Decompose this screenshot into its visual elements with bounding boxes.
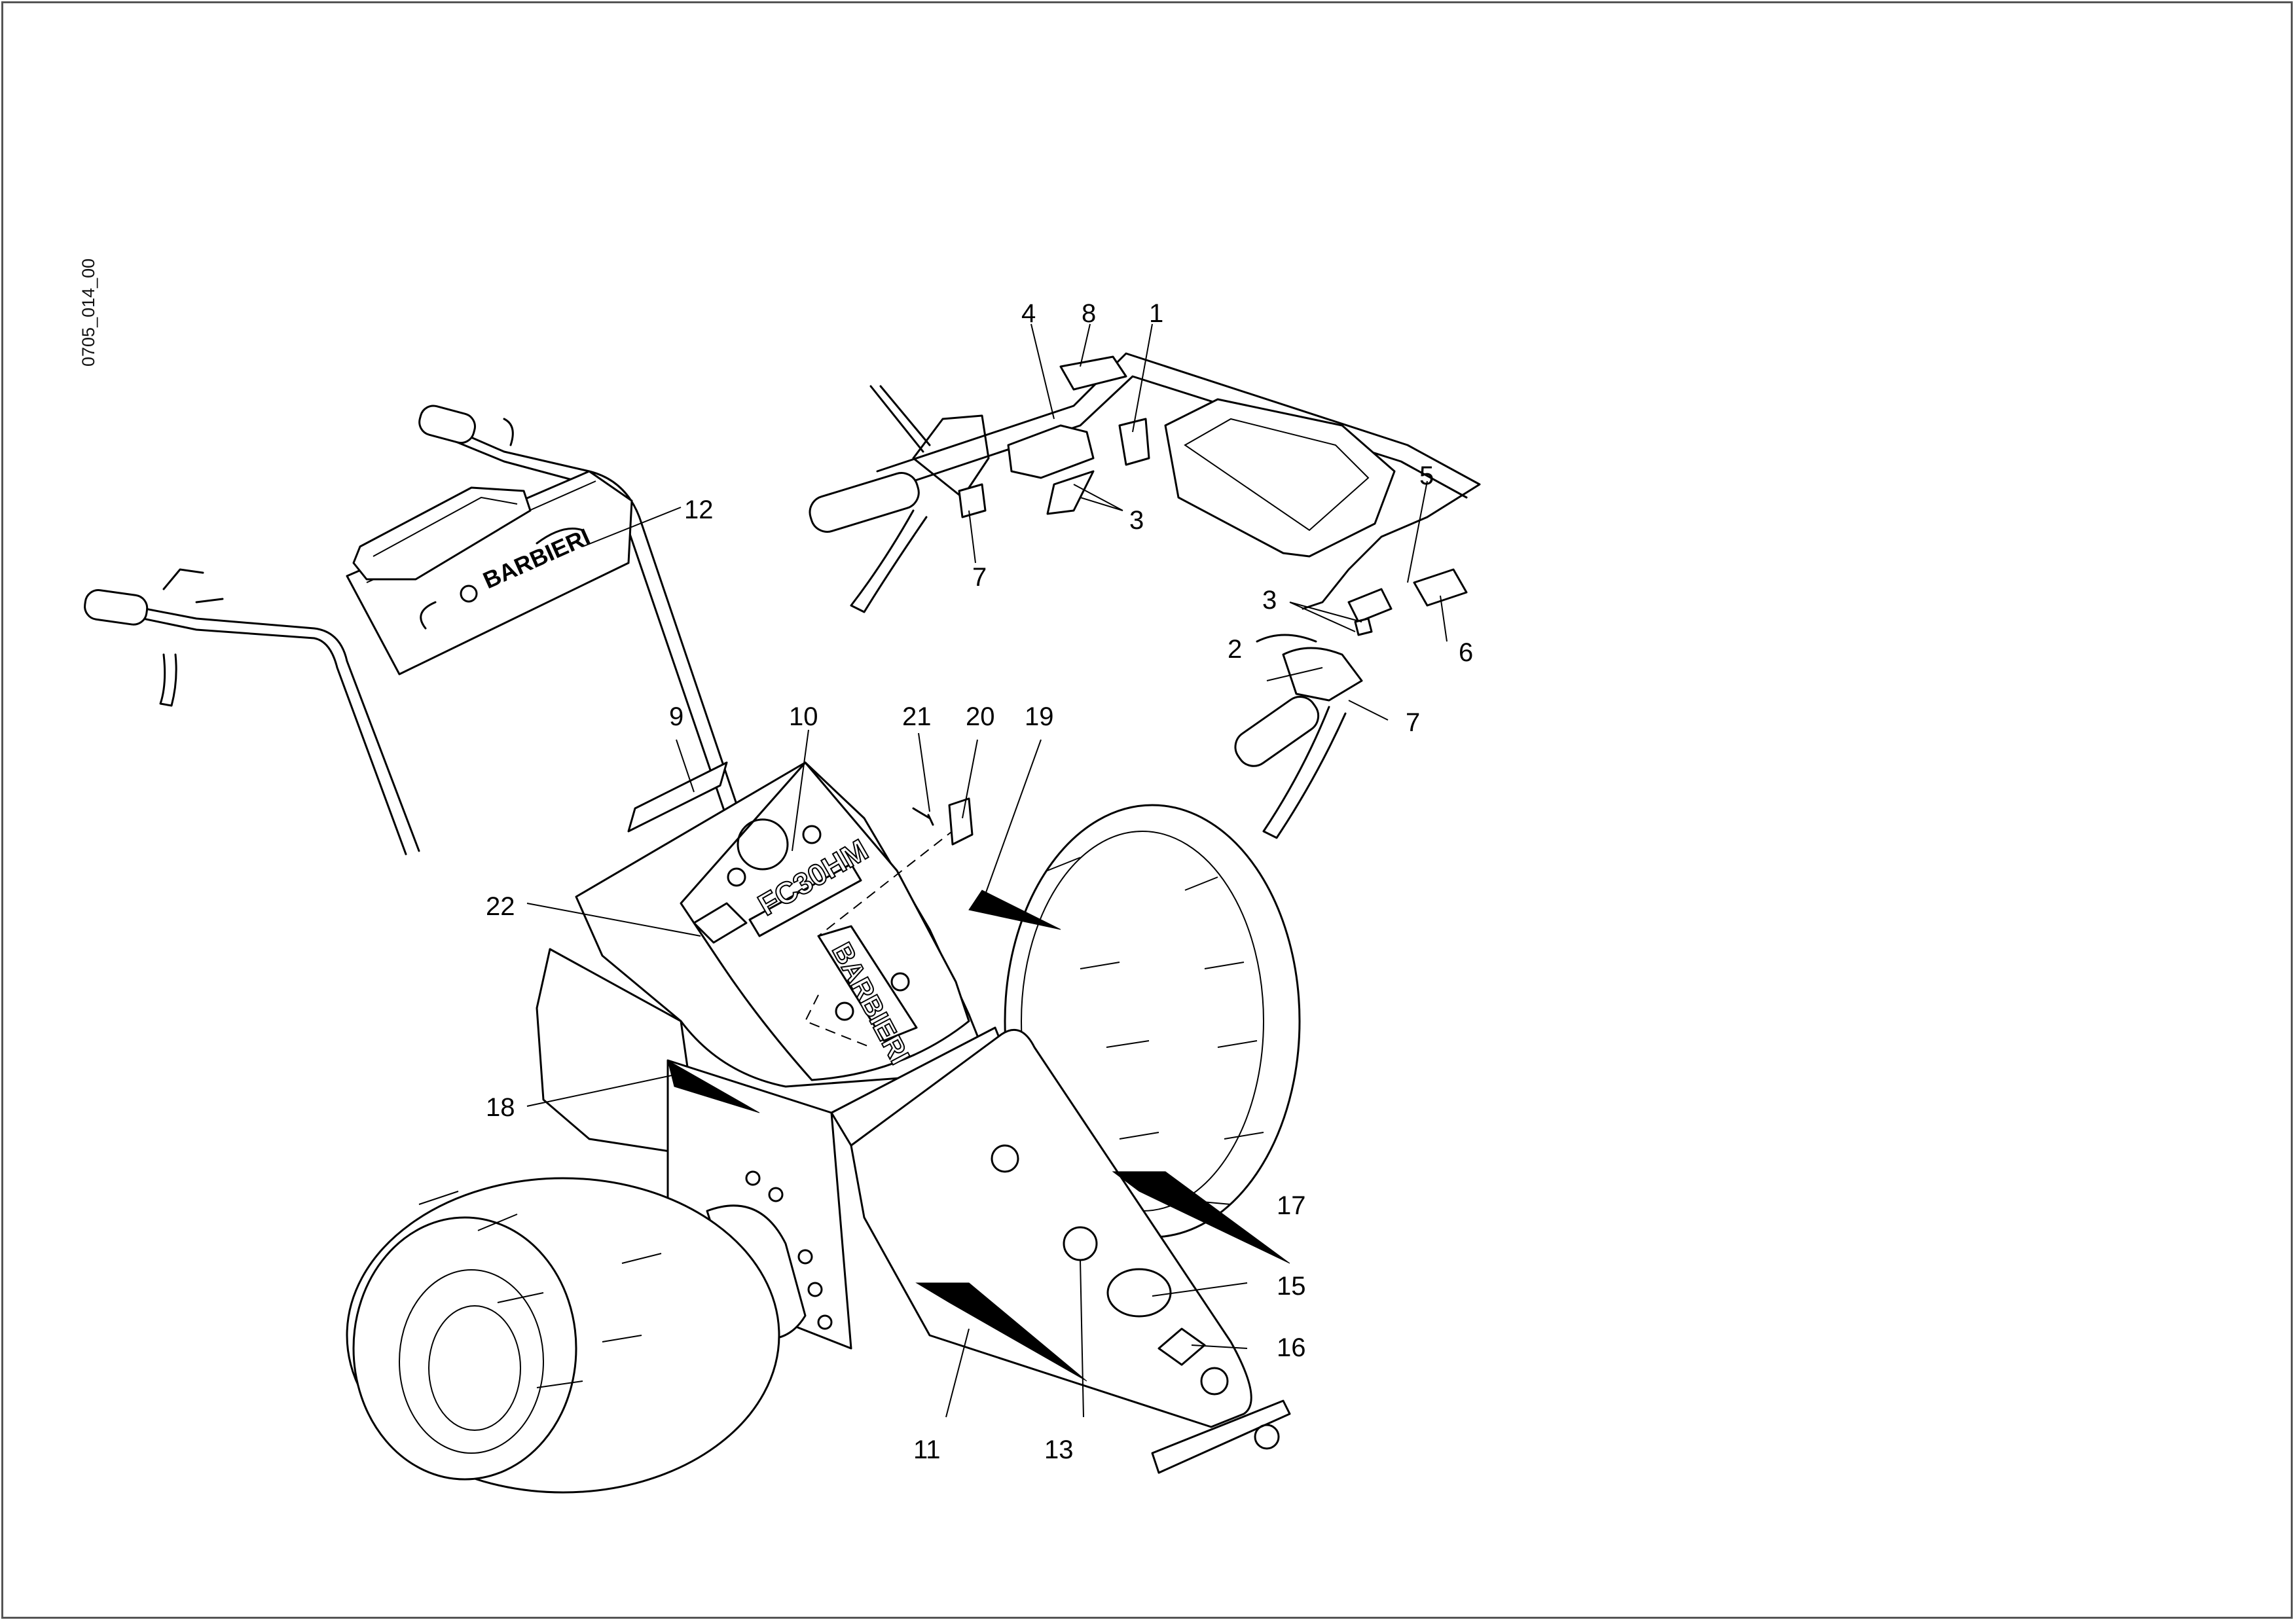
callout-4: 4 [1021, 299, 1036, 328]
main-machine: BARBIERI [84, 405, 1301, 1494]
callout-3-top: 3 [1129, 506, 1144, 535]
callout-19: 19 [1025, 702, 1054, 731]
transmission-arm [850, 1028, 1291, 1474]
callout-2: 2 [1228, 635, 1242, 664]
callout-1: 1 [1149, 299, 1163, 328]
callout-20: 20 [966, 702, 995, 731]
wheel-left [346, 1177, 780, 1494]
callout-5: 5 [1419, 461, 1434, 490]
callout-7-right: 7 [1406, 708, 1420, 737]
callout-8: 8 [1082, 299, 1096, 328]
leader-lines [526, 323, 1448, 1418]
callout-18: 18 [486, 1093, 515, 1122]
callout-16: 16 [1277, 1333, 1306, 1362]
callout-13: 13 [1044, 1435, 1074, 1464]
callout-3-right: 3 [1262, 586, 1277, 615]
callout-21: 21 [902, 702, 932, 731]
handlebar-detail-view [809, 352, 1481, 839]
callout-numbers: 1 2 3 3 4 5 6 7 7 8 9 10 11 12 13 15 16 … [486, 299, 1473, 1464]
callout-17: 17 [1277, 1191, 1306, 1220]
callout-9: 9 [669, 702, 683, 731]
callout-10: 10 [789, 702, 818, 731]
callout-7-left: 7 [972, 563, 987, 592]
handlebar-assembly: BARBIERI [84, 405, 787, 954]
callout-12: 12 [684, 496, 714, 524]
callout-15: 15 [1277, 1272, 1306, 1301]
callout-6: 6 [1459, 638, 1473, 667]
callout-11: 11 [913, 1435, 941, 1464]
callout-22: 22 [486, 892, 515, 921]
